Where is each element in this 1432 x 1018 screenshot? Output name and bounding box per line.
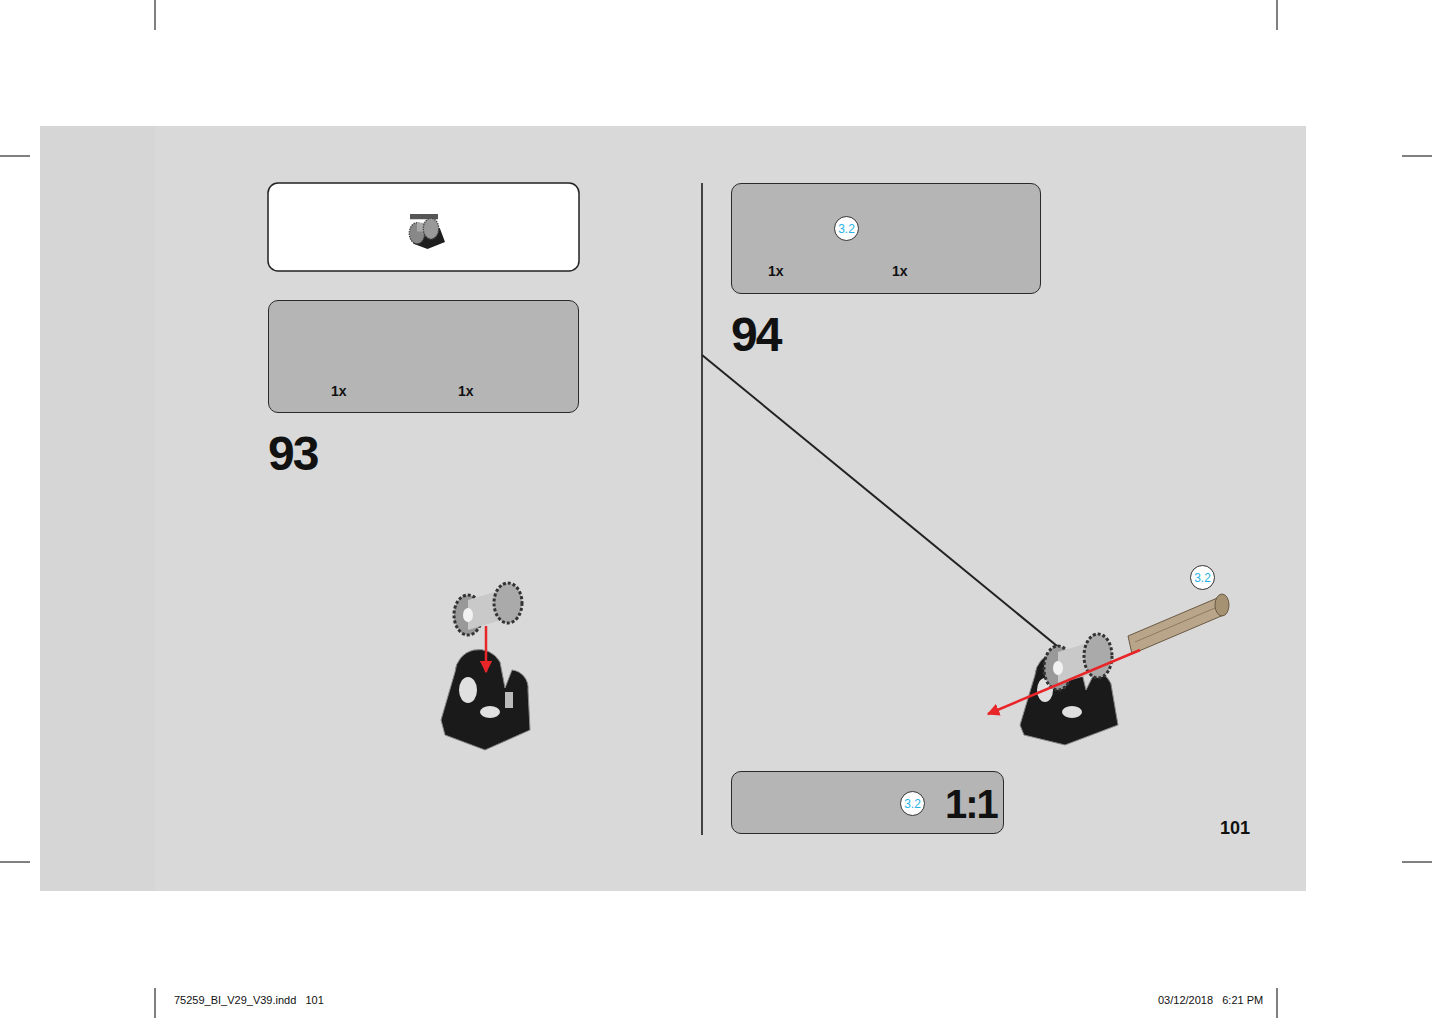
length-callout: 3.2 [834, 216, 859, 241]
quantity-label: 1x [458, 384, 474, 398]
parts-list-box: 1x 1x [268, 300, 579, 413]
length-number: 3.2 [904, 798, 921, 810]
quantity-label: 1x [892, 264, 908, 278]
length-callout: 3.2 [900, 791, 925, 816]
length-number: 3.2 [838, 223, 855, 235]
page-number: 101 [1220, 819, 1250, 837]
parts-list-box: 1x 1x 3.2 [731, 183, 1041, 294]
length-callout: 3.2 [1190, 565, 1215, 590]
step-number: 93 [268, 430, 317, 478]
file-footer: 75259_BI_V29_V39.indd 101 [174, 995, 324, 1006]
scale-box: 1:1 3.2 [731, 771, 1004, 834]
quantity-label: 1x [331, 384, 347, 398]
length-number: 3.2 [1194, 572, 1211, 584]
scale-label: 1:1 [945, 784, 997, 824]
step-number: 94 [731, 311, 780, 359]
date-footer: 03/12/2018 6:21 PM [1158, 995, 1263, 1006]
quantity-label: 1x [768, 264, 784, 278]
